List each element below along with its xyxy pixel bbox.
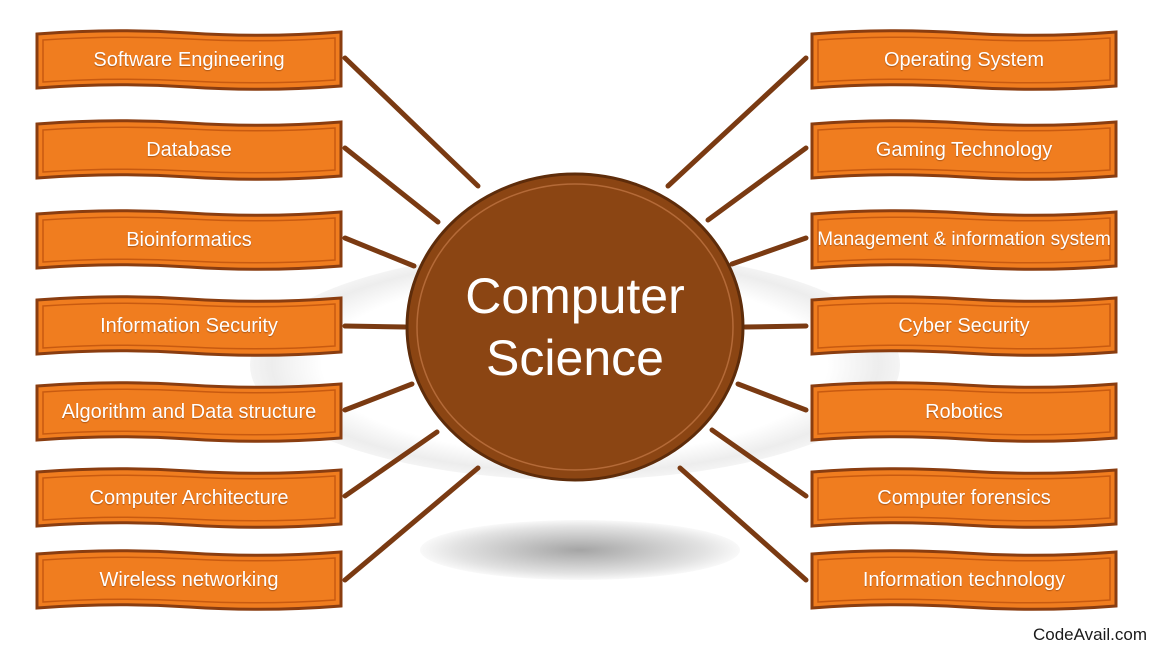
connector-right-4 [742, 323, 809, 330]
topic-box-right-6: Computer forensics [808, 466, 1120, 530]
topic-label: Database [146, 138, 232, 161]
hub-shadow [420, 520, 740, 580]
topic-box-left-1: Software Engineering [33, 28, 345, 92]
topic-label: Bioinformatics [126, 228, 252, 251]
topic-label: Wireless networking [99, 568, 279, 591]
topic-label: Information Security [100, 314, 278, 337]
topic-label: Algorithm and Data structure [61, 400, 317, 423]
hub-title-line-2: Science [486, 330, 664, 386]
connector-left-5 [342, 381, 415, 413]
central-hub: Computer Science [405, 172, 745, 482]
topic-label: Computer Architecture [89, 486, 289, 509]
topic-box-left-3: Bioinformatics [33, 208, 345, 272]
topic-label: Gaming Technology [875, 138, 1053, 161]
hub-title-line-1: Computer [465, 268, 685, 324]
topic-box-left-6: Computer Architecture [33, 466, 345, 530]
topic-box-right-7: Information technology [808, 548, 1120, 612]
topic-label: Software Engineering [93, 48, 285, 71]
topic-box-right-5: Robotics [808, 380, 1120, 444]
connector-right-7 [677, 465, 809, 583]
connector-left-7 [342, 465, 481, 583]
watermark: CodeAvail.com [1032, 625, 1147, 644]
topic-label: Robotics [925, 400, 1003, 423]
connector-left-4 [342, 323, 408, 330]
connector-left-6 [342, 429, 440, 499]
connector-right-6 [709, 427, 809, 499]
topic-box-right-1: Operating System [808, 28, 1120, 92]
topic-box-left-7: Wireless networking [33, 548, 345, 612]
connector-left-3 [342, 235, 417, 269]
topic-box-right-4: Cyber Security [808, 294, 1120, 358]
connector-left-2 [342, 145, 441, 225]
connector-right-3 [729, 235, 809, 267]
topic-label: Cyber Security [898, 314, 1030, 337]
connector-right-2 [705, 145, 809, 223]
topic-box-left-4: Information Security [33, 294, 345, 358]
topic-label: Operating System [883, 48, 1045, 71]
connector-left-1 [342, 55, 481, 189]
topic-box-right-3: Management & information system [808, 208, 1120, 272]
topic-box-left-2: Database [33, 118, 345, 182]
topic-label: Management & information system [817, 229, 1111, 250]
topic-label: Information technology [862, 568, 1066, 591]
connector-right-5 [735, 381, 809, 413]
topic-box-right-2: Gaming Technology [808, 118, 1120, 182]
connector-right-1 [665, 55, 809, 189]
topic-label: Computer forensics [877, 486, 1051, 509]
topic-box-left-5: Algorithm and Data structure [33, 380, 345, 444]
